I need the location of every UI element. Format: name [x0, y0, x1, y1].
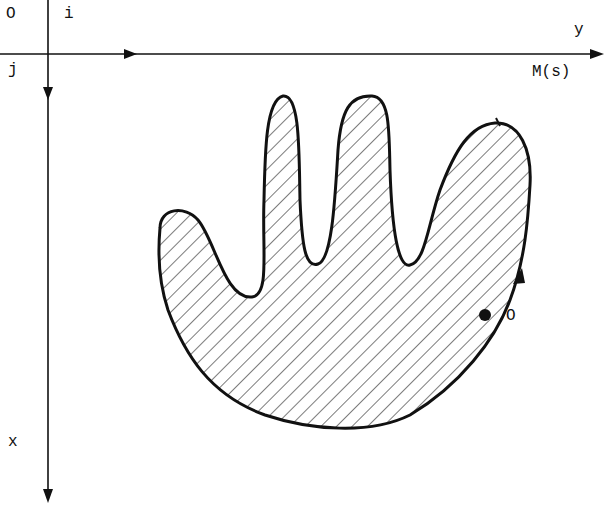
unit-vector-label: i: [64, 6, 74, 22]
y-axis: [0, 53, 600, 55]
y-axis-arrowhead: [590, 49, 604, 59]
origin-label: O: [506, 308, 516, 324]
x-axis-arrowhead: [43, 489, 53, 503]
unit-vector-j: [43, 87, 53, 100]
x-axis: [47, 0, 49, 498]
unit-vector-label: j: [8, 62, 18, 78]
point-m-tick: [496, 118, 500, 126]
unit-vector-i: [124, 49, 137, 59]
axis-label: y: [574, 22, 584, 38]
orientation-arrow: [513, 268, 525, 284]
origin-point: [479, 309, 491, 321]
origin-label: O: [6, 6, 16, 22]
point-label: M(s): [532, 64, 570, 80]
hand-region: [159, 96, 530, 428]
axis-label: x: [8, 434, 18, 450]
